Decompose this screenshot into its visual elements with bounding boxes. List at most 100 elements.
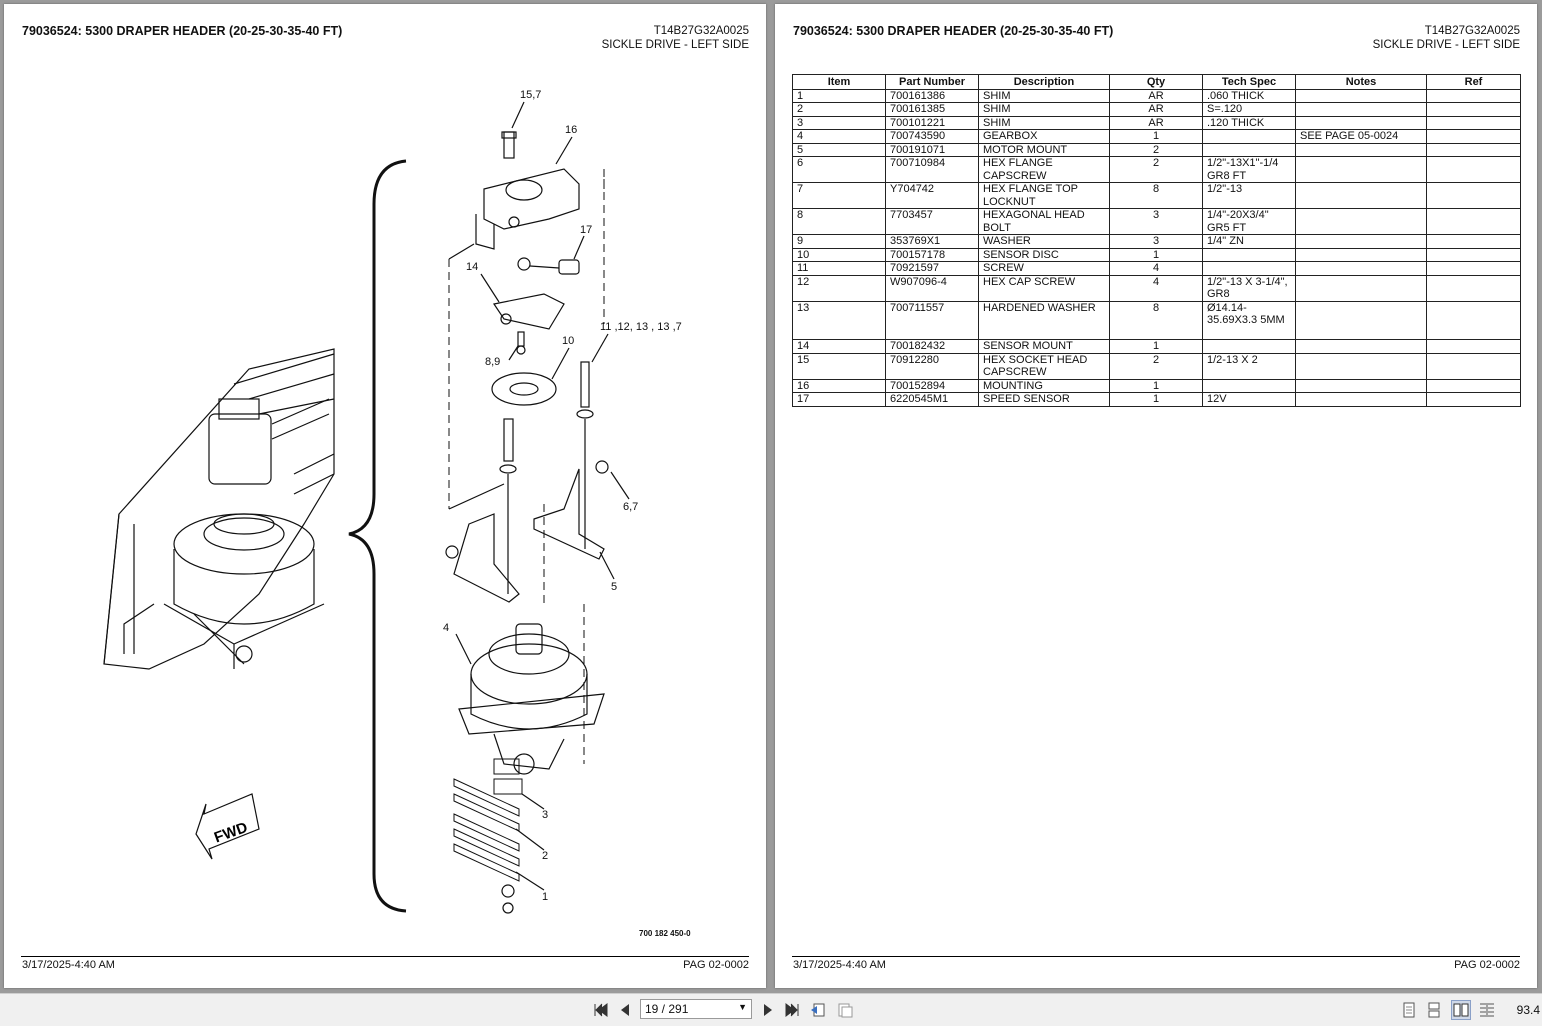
column-header-description: Description [978, 74, 1110, 90]
document-page-left: 79036524: 5300 DRAPER HEADER (20-25-30-3… [4, 4, 766, 988]
continuous-view-button[interactable] [1425, 1001, 1443, 1019]
previous-page-icon [621, 1004, 629, 1016]
previous-view-icon [811, 1003, 825, 1017]
cell-description: HEX FLANGE CAPSCREW [978, 156, 1110, 183]
cell-ref [1426, 142, 1521, 157]
cell-qty: AR [1109, 88, 1203, 103]
callout-15-7: 15,7 [520, 89, 541, 101]
cell-tech-spec [1202, 247, 1296, 262]
cell-ref [1426, 88, 1521, 103]
cell-qty: 8 [1109, 182, 1203, 209]
next-page-icon [764, 1004, 772, 1016]
cell-qty: 4 [1109, 274, 1203, 302]
cell-description: WASHER [978, 234, 1110, 249]
last-page-icon [785, 1003, 799, 1017]
column-header-ref: Ref [1426, 74, 1521, 90]
cell-ref [1426, 129, 1521, 144]
cell-description: SHIM [978, 115, 1110, 130]
single-page-icon [1403, 1002, 1415, 1018]
cell-part-number: 700157178 [885, 247, 979, 262]
cell-part-number: W907096-4 [885, 274, 979, 302]
next-page-button[interactable] [759, 1001, 777, 1019]
cell-qty: 1 [1109, 392, 1203, 407]
first-page-button[interactable] [592, 1001, 610, 1019]
cell-qty: 2 [1109, 156, 1203, 183]
single-page-view-button[interactable] [1400, 1001, 1418, 1019]
continuous-page-icon [1428, 1002, 1440, 1018]
cell-item: 6 [792, 156, 886, 183]
page-number-select[interactable]: 19 / 291 ▼ [640, 999, 752, 1019]
callout-11-12-13: 11 ,12, 13 , 13 ,7 [600, 321, 682, 333]
cell-description: SCREW [978, 261, 1110, 276]
continuous-facing-view-button[interactable] [1478, 1001, 1496, 1019]
cell-ref [1426, 247, 1521, 262]
footer-divider [792, 956, 1520, 957]
fwd-label: FWD [212, 819, 250, 847]
cell-item: 4 [792, 129, 886, 144]
cell-item: 9 [792, 234, 886, 249]
cell-notes [1295, 182, 1427, 209]
cell-ref [1426, 102, 1521, 117]
cell-ref [1426, 208, 1521, 235]
cell-tech-spec: 1/2"-13 X 3-1/4", GR8 [1202, 274, 1296, 302]
drawing-number: 700 182 450-0 [639, 929, 691, 938]
previous-view-button[interactable] [809, 1001, 827, 1019]
cell-part-number: 70912280 [885, 352, 979, 380]
cell-item: 2 [792, 102, 886, 117]
cell-part-number: 700152894 [885, 378, 979, 393]
cell-qty: 4 [1109, 261, 1203, 276]
cell-tech-spec: 1/2-13 X 2 [1202, 352, 1296, 380]
page-title: 79036524: 5300 DRAPER HEADER (20-25-30-3… [22, 24, 343, 38]
cell-tech-spec: S=.120 [1202, 102, 1296, 117]
cell-part-number: 700191071 [885, 142, 979, 157]
cell-description: HARDENED WASHER [978, 300, 1110, 340]
cell-description: SPEED SENSOR [978, 392, 1110, 407]
cell-qty: 8 [1109, 300, 1203, 340]
cell-part-number: 6220545M1 [885, 392, 979, 407]
cell-notes [1295, 261, 1427, 276]
document-code: T14B27G32A0025 [1424, 25, 1520, 37]
next-view-button[interactable] [836, 1001, 854, 1019]
cell-notes [1295, 156, 1427, 183]
exploded-parts-drawing: 15,7 16 17 14 10 11 ,12, 13 , 13 ,7 8,9 … [103, 89, 682, 914]
cell-notes [1295, 115, 1427, 130]
cell-ref [1426, 115, 1521, 130]
page-title: 79036524: 5300 DRAPER HEADER (20-25-30-3… [793, 24, 1114, 38]
cell-item: 13 [792, 300, 886, 340]
cell-part-number: 700182432 [885, 339, 979, 354]
cell-description: HEX FLANGE TOP LOCKNUT [978, 182, 1110, 209]
cell-notes [1295, 88, 1427, 103]
parts-table: Item Part Number Description Qty Tech Sp… [792, 74, 1521, 407]
document-code: T14B27G32A0025 [653, 25, 749, 37]
last-page-button[interactable] [783, 1001, 801, 1019]
cell-description: HEX CAP SCREW [978, 274, 1110, 302]
cell-tech-spec: 1/4" ZN [1202, 234, 1296, 249]
cell-qty: 1 [1109, 129, 1203, 144]
cell-ref [1426, 352, 1521, 380]
cell-notes [1295, 378, 1427, 393]
section-title: SICKLE DRIVE - LEFT SIDE [1372, 39, 1520, 51]
footer-page-number: PAG 02-0002 [683, 959, 749, 971]
cell-description: HEXAGONAL HEAD BOLT [978, 208, 1110, 235]
viewer-toolbar: 19 / 291 ▼ 93.4 [0, 993, 1542, 1026]
cell-notes [1295, 300, 1427, 340]
cell-tech-spec: .060 THICK [1202, 88, 1296, 103]
cell-part-number: 70921597 [885, 261, 979, 276]
cell-item: 14 [792, 339, 886, 354]
first-page-icon [594, 1003, 608, 1017]
callout-3: 3 [542, 809, 548, 821]
cell-tech-spec: 1/2"-13X1"-1/4 GR8 FT [1202, 156, 1296, 183]
continuous-facing-icon [1480, 1003, 1494, 1017]
cell-item: 5 [792, 142, 886, 157]
cell-qty: 2 [1109, 142, 1203, 157]
previous-page-button[interactable] [616, 1001, 634, 1019]
facing-view-button[interactable] [1451, 1000, 1471, 1020]
